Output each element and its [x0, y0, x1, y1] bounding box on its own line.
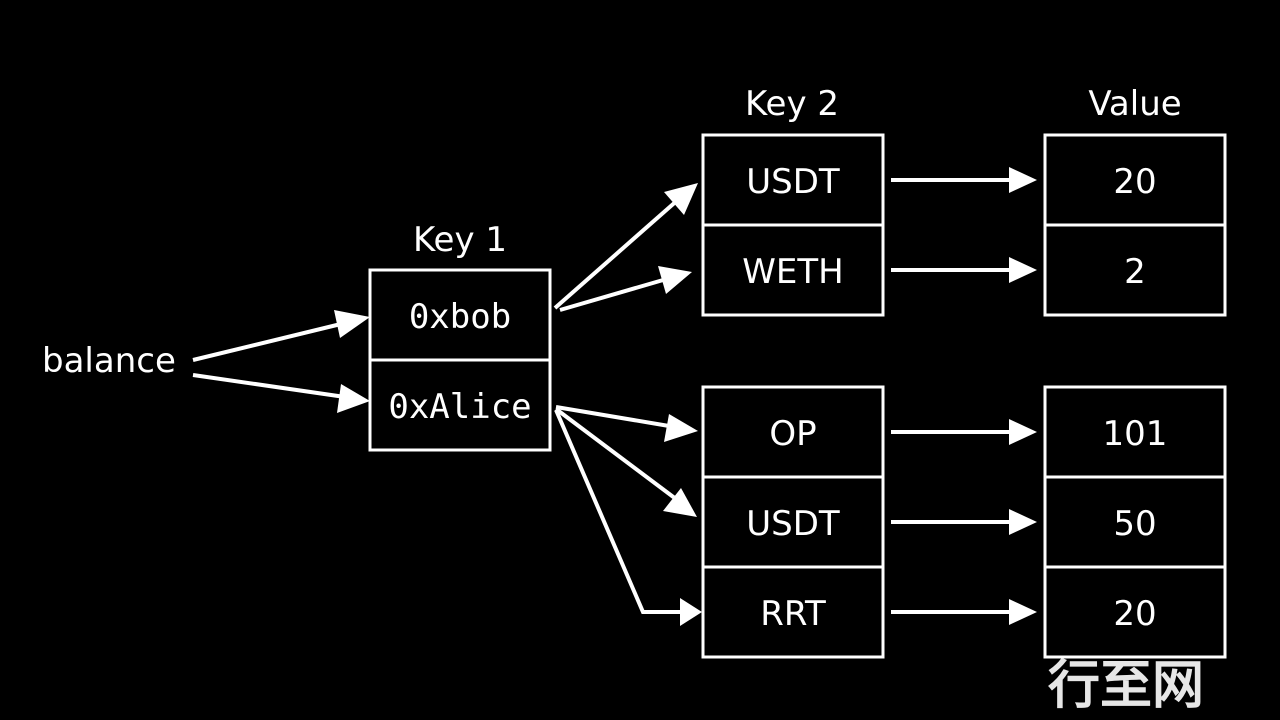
arrow-line-bob-usdt	[553, 196, 682, 310]
root-label-balance: balance	[42, 341, 176, 381]
arrows-alice-to-key2	[554, 405, 702, 626]
key1-table: 0xbob 0xAlice	[368, 268, 552, 452]
arrow-head-alice-op-value	[1009, 419, 1037, 445]
bob-value-label-2: 2	[1124, 252, 1146, 292]
arrow-head-bob-usdt-value	[1009, 167, 1037, 193]
arrow-line-balance-bob	[192, 321, 346, 362]
arrow-head-alice-usdt-value	[1009, 509, 1037, 535]
arrow-head-bob-usdt	[664, 183, 698, 215]
key1-label-bob: 0xbob	[409, 297, 511, 337]
alice-value-cell-2	[1043, 475, 1227, 569]
watermark-logo: 行至网	[1048, 656, 1204, 716]
bob-key2-table: USDT WETH	[701, 133, 885, 317]
alice-value-cell-3	[1043, 565, 1227, 659]
alice-key2-label-op: OP	[769, 414, 816, 454]
arrow-line-alice-usdt	[554, 407, 682, 504]
alice-value-label-2: 50	[1113, 504, 1156, 544]
alice-value-table: 101 50 20	[1043, 385, 1227, 659]
arrows-bob-to-key2	[553, 183, 698, 312]
arrow-head-alice-usdt	[663, 488, 697, 517]
header-key-1: Key 1	[413, 220, 507, 260]
alice-key2-label-usdt: USDT	[746, 504, 840, 544]
arrows-key2-to-value	[891, 167, 1037, 625]
arrows-root-to-key1	[192, 310, 370, 413]
arrow-head-bob-weth-value	[1009, 257, 1037, 283]
arrow-line-alice-rrt	[554, 409, 680, 614]
alice-key2-label-rrt: RRT	[760, 594, 826, 634]
bob-key2-cell-weth	[701, 223, 885, 317]
arrow-line-balance-alice	[192, 373, 346, 399]
bob-value-table: 20 2	[1043, 133, 1227, 317]
alice-key2-cell-rrt	[701, 565, 885, 659]
alice-value-cell-1	[1043, 385, 1227, 479]
alice-key2-cell-usdt	[701, 475, 885, 569]
alice-key2-table: OP USDT RRT	[701, 385, 885, 659]
alice-value-label-1: 101	[1103, 414, 1168, 454]
arrow-head-alice-rrt-value	[1009, 599, 1037, 625]
bob-value-label-1: 20	[1113, 162, 1156, 202]
arrow-head-balance-alice	[337, 384, 370, 413]
bob-key2-label-usdt: USDT	[746, 162, 840, 202]
arrow-line-alice-op	[555, 405, 676, 429]
arrow-head-alice-rrt	[680, 598, 702, 626]
key1-label-alice: 0xAlice	[388, 387, 531, 427]
arrow-head-balance-bob	[334, 310, 370, 338]
header-key-2: Key 2	[745, 84, 839, 124]
header-value: Value	[1088, 84, 1181, 124]
arrow-head-bob-weth	[658, 266, 692, 294]
bob-key2-label-weth: WETH	[742, 252, 843, 292]
alice-value-label-3: 20	[1113, 594, 1156, 634]
arrow-line-bob-weth	[559, 276, 671, 312]
key1-cell-alice	[368, 358, 552, 452]
key1-cell-bob	[368, 268, 552, 362]
arrow-head-alice-op	[664, 414, 698, 442]
bob-value-cell-2	[1043, 223, 1227, 317]
